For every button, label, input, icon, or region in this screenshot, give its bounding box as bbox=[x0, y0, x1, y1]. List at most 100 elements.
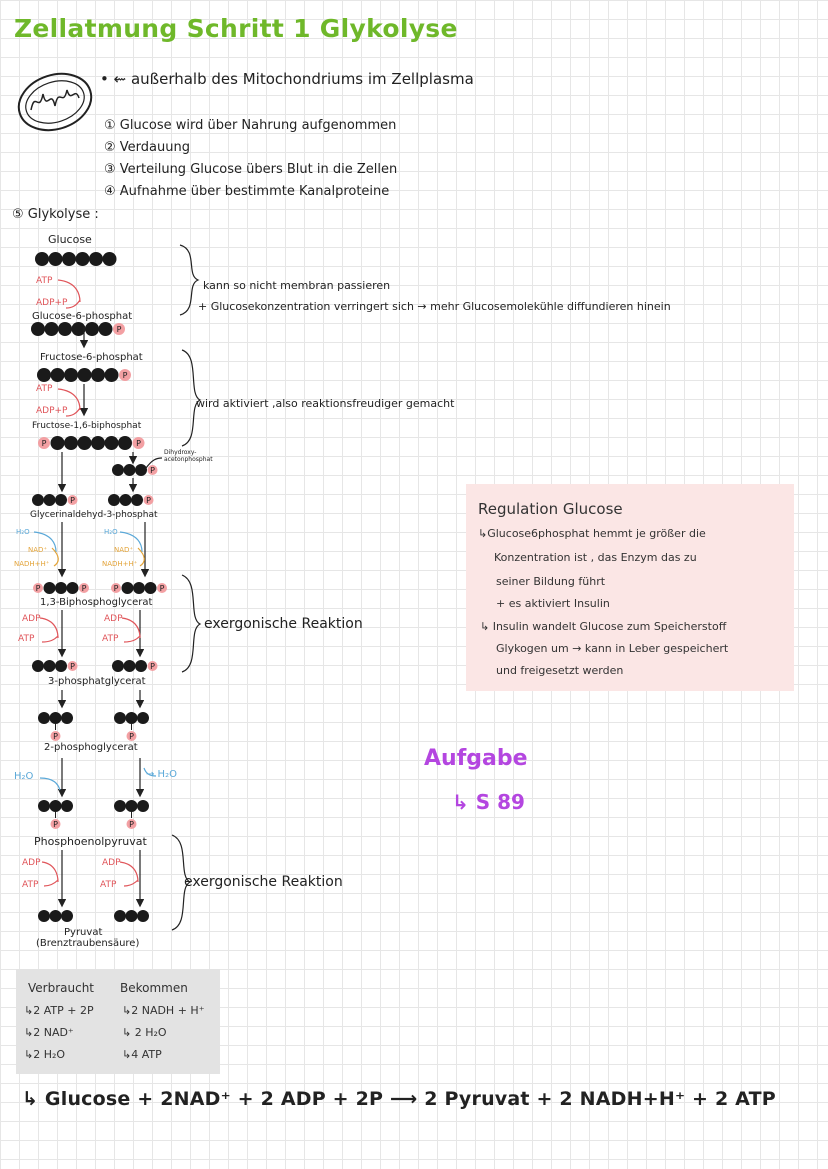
page-title: Zellatmung Schritt 1 Glykolyse bbox=[14, 14, 458, 43]
carbon-atom bbox=[102, 252, 117, 266]
carbon-atom bbox=[137, 910, 149, 922]
phosphate-label: P bbox=[53, 820, 58, 829]
summary-used-head: Verbraucht bbox=[28, 981, 95, 995]
atp-label-3: ATP bbox=[18, 634, 35, 644]
phosphate-group bbox=[79, 583, 89, 593]
carbon-atom bbox=[61, 800, 73, 812]
carbon-atom bbox=[131, 494, 143, 506]
carbon-atom bbox=[55, 494, 67, 506]
carbon-atom bbox=[114, 910, 126, 922]
g6p-label: Glucose-6-phosphat bbox=[32, 311, 133, 322]
carbon-atom bbox=[49, 910, 62, 922]
carbon-atom bbox=[58, 322, 72, 336]
glucose-label: Glucose bbox=[48, 233, 92, 246]
regulation-box bbox=[466, 484, 794, 691]
carbon-atom bbox=[43, 582, 56, 594]
dhap-label: Dihydroxy- acetonphosphat bbox=[164, 449, 213, 463]
carbon-atom bbox=[123, 660, 136, 672]
carbon-atom bbox=[125, 712, 138, 724]
location-text: • ⇜ außerhalb des Mitochondriums im Zell… bbox=[100, 70, 474, 88]
phosphate-group bbox=[147, 661, 158, 671]
note-membrane: kann so nicht membran passieren bbox=[203, 279, 391, 292]
phosphate-label: P bbox=[129, 820, 134, 829]
h2o-label-a: H₂O bbox=[16, 528, 30, 536]
phosphate-label: P bbox=[150, 662, 155, 671]
summary-used-3: ↳2 H₂O bbox=[24, 1048, 66, 1061]
regulation-line-5: ↳ Insulin wandelt Glucose zum Speicherst… bbox=[480, 620, 727, 633]
phosphate-group bbox=[67, 661, 78, 671]
pyruvat-sub-label: (Brenztraubensäure) bbox=[36, 938, 140, 949]
phosphate-group bbox=[157, 583, 167, 593]
summary-gained-3: ↳4 ATP bbox=[122, 1048, 162, 1061]
atp-label-4: ATP bbox=[102, 634, 119, 644]
phosphate-group bbox=[50, 819, 61, 829]
step-3: ③ Verteilung Glucose übers Blut in die Z… bbox=[104, 162, 398, 177]
carbon-atom bbox=[75, 252, 90, 266]
summary-gained-1: ↳2 NADH + H⁺ bbox=[122, 1004, 205, 1017]
carbon-atom bbox=[35, 252, 49, 266]
carbon-atom bbox=[137, 712, 149, 724]
overall-equation: ↳ Glucose + 2NAD⁺ + 2 ADP + 2P ⟶ 2 Pyruv… bbox=[22, 1088, 776, 1110]
note-activated: wird aktiviert ,also reaktionsfreudiger … bbox=[196, 397, 455, 410]
carbon-atom bbox=[55, 582, 67, 594]
carbon-atom bbox=[123, 464, 136, 476]
carbon-atom bbox=[49, 712, 62, 724]
aufgabe-label: Aufgabe bbox=[424, 746, 528, 771]
phosphate-group bbox=[50, 731, 61, 741]
carbon-atom bbox=[119, 494, 132, 506]
phosphate-group bbox=[67, 495, 78, 505]
phosphate-label: P bbox=[146, 496, 151, 505]
h2o-label-d: → H₂O bbox=[146, 769, 177, 780]
regulation-line-1: ↳Glucose6phosphat hemmt je größer die bbox=[478, 527, 706, 540]
phosphate-group bbox=[38, 437, 50, 449]
summary-box bbox=[16, 969, 220, 1074]
phosphate-group bbox=[147, 465, 158, 475]
carbon-atom bbox=[77, 368, 92, 382]
carbon-atom bbox=[114, 712, 126, 724]
h2o-label-c: H₂O bbox=[14, 771, 34, 782]
regulation-line-6: Glykogen um → kann in Leber gespeichert bbox=[496, 642, 729, 655]
adp-label-2: ADP+P bbox=[36, 406, 68, 416]
step-1: ① Glucose wird über Nahrung aufgenommen bbox=[104, 118, 397, 133]
f6p-label: Fructose-6-phosphat bbox=[40, 352, 143, 363]
nad-label-b: NAD⁺ bbox=[114, 546, 134, 554]
phosphate-label: P bbox=[117, 325, 122, 334]
carbon-atom bbox=[48, 252, 63, 266]
phosphate-group bbox=[113, 323, 125, 335]
carbon-atom bbox=[135, 660, 147, 672]
atp-label-5: ATP bbox=[22, 880, 39, 890]
summary-gained-2: ↳ 2 H₂O bbox=[122, 1026, 167, 1039]
note-exergonic-2: exergonische Reaktion bbox=[184, 874, 343, 890]
carbon-atom bbox=[37, 368, 51, 382]
nadh-label-b: NADH+H⁺ bbox=[102, 560, 138, 568]
phosphate-group bbox=[119, 369, 131, 381]
carbon-atom bbox=[55, 660, 67, 672]
step-2: ② Verdauung bbox=[104, 140, 190, 155]
carbon-atom bbox=[44, 322, 59, 336]
atp-label-2: ATP bbox=[36, 384, 53, 394]
f16bp-label: Fructose-1,6-biphosphat bbox=[32, 421, 142, 431]
regulation-line-3: seiner Bildung führt bbox=[496, 575, 606, 588]
phosphate-label: P bbox=[160, 584, 165, 593]
carbon-atom bbox=[61, 712, 73, 724]
phosphate-group bbox=[143, 495, 154, 505]
carbon-atom bbox=[137, 800, 149, 812]
phosphate-label: P bbox=[136, 439, 141, 448]
phosphate-label: P bbox=[42, 439, 47, 448]
carbon-atom bbox=[85, 322, 99, 336]
carbon-atom bbox=[38, 910, 50, 922]
carbon-atom bbox=[91, 368, 105, 382]
adp-label-6: ADP bbox=[102, 858, 121, 868]
h2o-label-b: H₂O bbox=[104, 528, 118, 536]
adp-label-1: ADP+P bbox=[36, 298, 68, 308]
carbon-atom bbox=[118, 436, 132, 450]
g3p-label: Glycerinaldehyd-3-phosphat bbox=[30, 510, 158, 520]
step-5: ⑤ Glykolyse : bbox=[12, 207, 99, 222]
carbon-atom bbox=[112, 660, 124, 672]
carbon-atom bbox=[62, 252, 76, 266]
carbon-atom bbox=[71, 322, 86, 336]
carbon-atom bbox=[121, 582, 134, 594]
carbon-atom bbox=[32, 494, 44, 506]
adp-label-3: ADP bbox=[22, 614, 41, 624]
phosphate-label: P bbox=[70, 496, 75, 505]
